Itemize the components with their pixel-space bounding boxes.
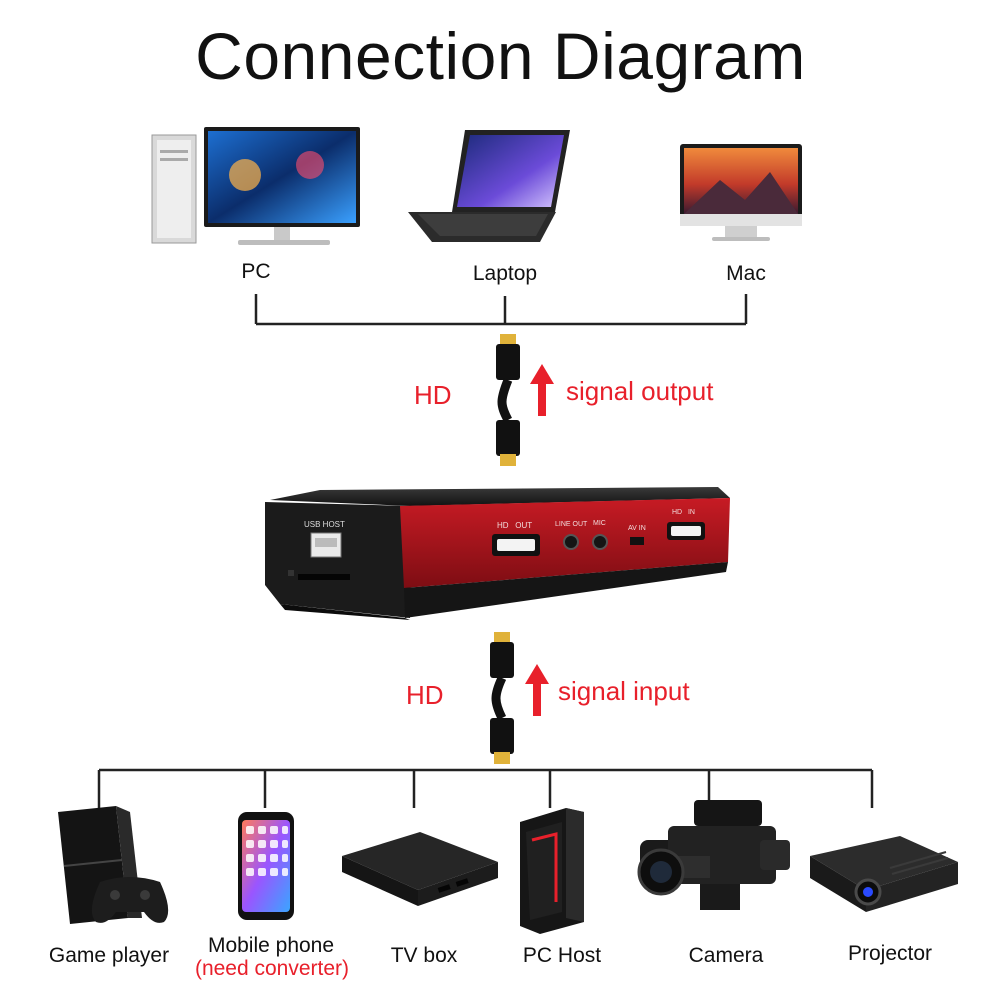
signal-input-arrow-icon xyxy=(525,664,549,716)
pc-host-image xyxy=(520,808,584,934)
projector-image xyxy=(810,836,958,912)
camera-label: Camera xyxy=(688,944,764,967)
top-cable-label: HD xyxy=(414,380,452,410)
mobile-phone-note: (need converter) xyxy=(194,957,350,980)
hd-out-port-label: HD OUT xyxy=(497,521,533,530)
laptop-label: Laptop xyxy=(472,262,538,285)
signal-output-label: signal output xyxy=(566,376,714,406)
top-hdmi-cable-image xyxy=(496,334,520,466)
bottom-cable-label: HD xyxy=(406,680,444,710)
hd-in-port-label: HD IN xyxy=(672,509,695,516)
capture-device-image xyxy=(265,487,730,620)
game-player-image xyxy=(58,806,169,924)
laptop-image xyxy=(408,130,570,242)
page-title: Connection Diagram xyxy=(195,19,806,93)
mobile-phone-label: Mobile phone xyxy=(207,934,335,957)
mac-image xyxy=(680,144,802,241)
tv-box-image xyxy=(342,832,498,906)
pc-host-label: PC Host xyxy=(522,944,602,967)
mac-label: Mac xyxy=(726,262,766,285)
output-connector-lines xyxy=(254,294,748,326)
pc-image xyxy=(151,127,360,245)
usb-host-port-label: USB HOST xyxy=(304,520,345,529)
bottom-hdmi-cable-image xyxy=(490,632,514,764)
pc-label: PC xyxy=(241,260,271,283)
signal-output-arrow-icon xyxy=(530,364,554,416)
mobile-phone-image xyxy=(238,812,294,920)
camera-image xyxy=(637,800,790,910)
projector-label: Projector xyxy=(847,942,933,965)
line-out-port-label: LINE OUT xyxy=(555,521,588,528)
av-in-port-label: AV IN xyxy=(628,525,646,532)
mic-port-label: MIC xyxy=(593,520,606,527)
game-player-label: Game player xyxy=(48,944,170,967)
tv-box-label: TV box xyxy=(390,944,458,967)
source-connector-lines xyxy=(97,768,874,808)
signal-input-label: signal input xyxy=(558,676,690,706)
